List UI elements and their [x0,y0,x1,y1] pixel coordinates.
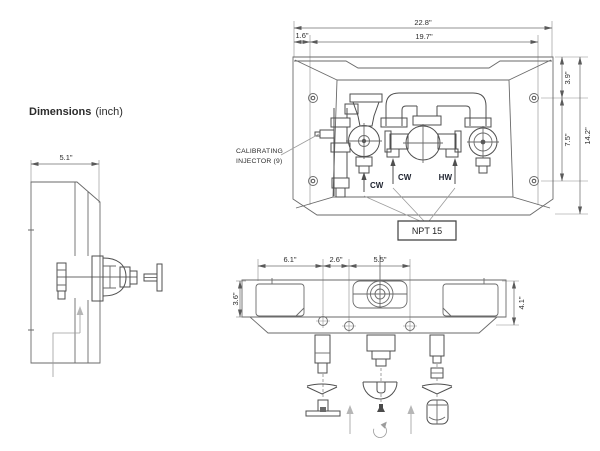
injector-nozzle [320,130,334,138]
cap-nut [427,400,448,424]
npt-box [398,221,456,240]
side-width-dim: 5.1" [59,153,72,162]
mounting-holes [316,314,417,333]
mounting-screws [309,94,539,186]
dim-left-height: 3.6" [231,292,240,305]
flow-arrow-cw-center-icon [390,158,396,184]
exploded-middle-chain [363,368,397,438]
dim-right-height: 4.1" [517,296,526,309]
bottom-view: 6.1" 2.6" 5.5" 3.6" 4.1" [231,255,526,373]
label-cw-center: CW [398,173,412,182]
assembly-arrow-right-icon [407,405,415,434]
npt-leader-lines [364,188,455,221]
side-valve-assembly [57,256,137,301]
npt-callout: NPT 15 [364,188,456,240]
dome-gasket [363,382,397,399]
side-leader-line [53,333,80,377]
assembly-arrow-left-icon [346,405,354,434]
side-flow-arrow-icon [76,306,84,333]
exploded-right-chain [422,364,452,424]
exploded-left-chain [306,374,340,416]
left-washer [307,384,337,386]
exploded-parts [306,364,452,438]
side-view: 5.1" [28,153,162,377]
label-cw-left: CW [370,181,384,190]
supply-stubs [315,335,444,373]
dim-left-span: 6.1" [283,255,296,264]
t-handle-key-icon [144,264,162,291]
bottom-body-outline [242,255,506,333]
dim-center-span: 2.6" [329,255,342,264]
npt-label: NPT 15 [412,226,442,236]
dim-screw-spacing: 7.5" [563,133,572,146]
top-view: 22.8" 19.7" 1.6" 3.9" 7.5" 14.2" [236,18,592,215]
calibrating-injector-assembly [315,94,382,197]
page-title-units: (inch) [95,106,123,118]
flow-arrow-hw-icon [452,158,458,184]
rotation-arrow-icon [374,425,387,437]
injector-label-line1: CALIBRATING [236,148,283,155]
mixing-valve-assembly [381,93,499,173]
right-washer [422,384,452,386]
dim-inner-width: 19.7" [415,32,433,41]
page-title-bold: Dimensions [29,106,91,118]
dim-top-offset: 3.9" [563,71,572,84]
label-hw: HW [439,173,453,182]
dim-overall-height: 14.2" [583,127,592,145]
small-plug [377,404,385,412]
wall-box-outline [293,57,553,215]
dim-overall-width: 22.8" [414,18,432,27]
flow-arrow-cw-left-icon [361,172,367,192]
dim-left-offset: 1.6" [295,31,308,40]
side-body-outline [31,182,100,363]
injector-label-line2: INJECTOR (9) [236,158,282,165]
page-title: Dimensions (inch) [29,106,123,118]
injector-leader-line [281,134,319,155]
